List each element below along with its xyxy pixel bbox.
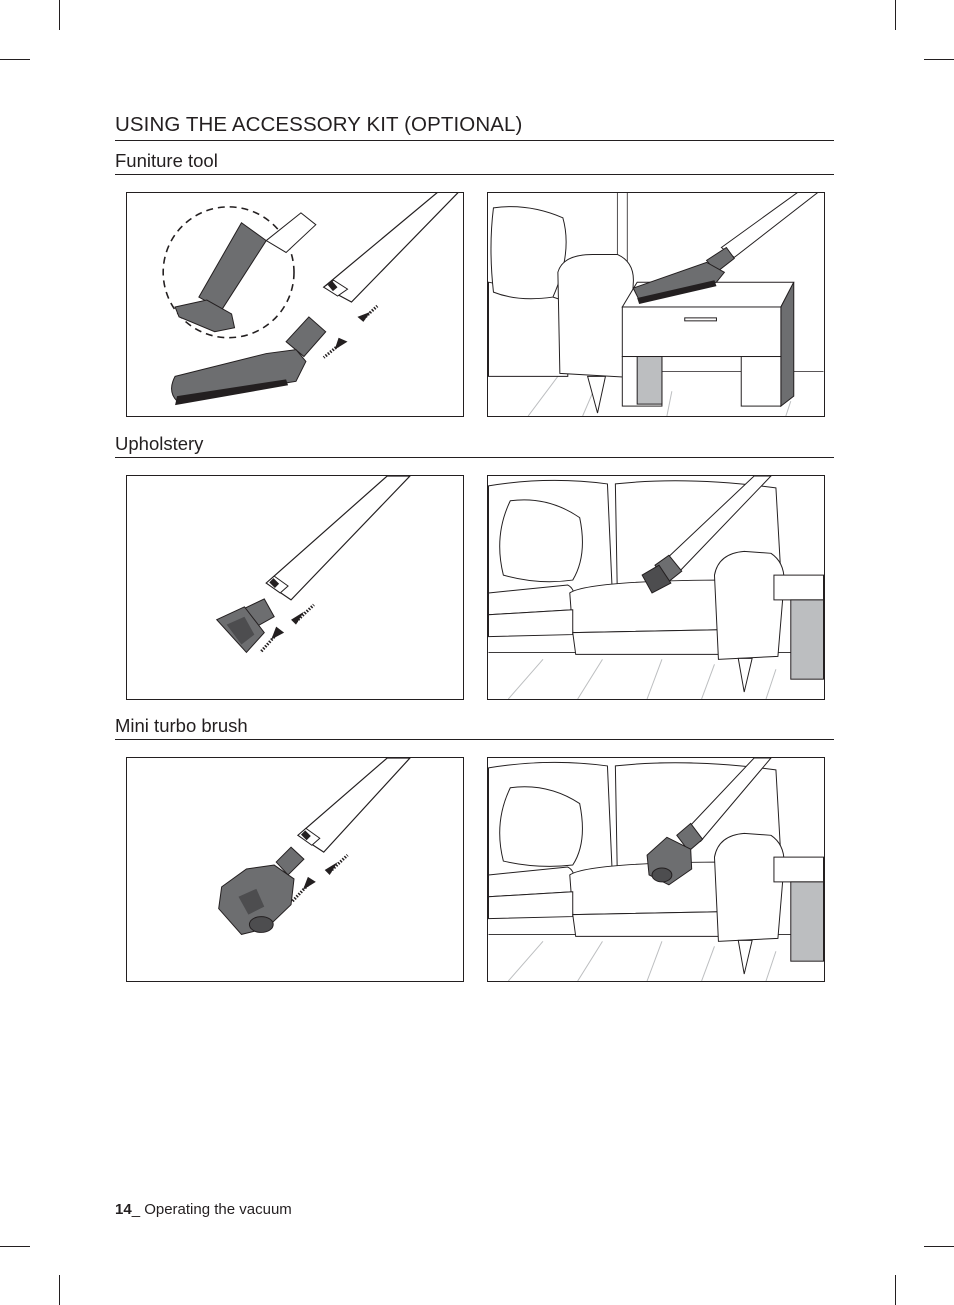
upholstery-tool-attach-illustration [126,475,464,700]
furniture-tool-attach-illustration [126,192,464,417]
upholstery-tool-use-illustration [487,475,825,700]
footer-label: _ Operating the vacuum [131,1201,292,1218]
crop-mark [59,0,60,30]
section-title-upholstery: Upholstery [115,433,834,458]
section-title-furniture-tool: Funiture tool [115,150,834,175]
turbo-brush-attach-illustration [126,757,464,982]
crop-mark [895,1275,896,1305]
crop-mark [59,1275,60,1305]
page-title: USING THE ACCESSORY KIT (OPTIONAL) [115,113,834,141]
page-footer: 14_ Operating the vacuum [115,1201,292,1219]
crop-mark [0,1246,30,1247]
crop-mark [924,1246,954,1247]
crop-mark [924,59,954,60]
turbo-brush-use-illustration [487,757,825,982]
crop-mark [0,59,30,60]
furniture-tool-use-illustration [487,192,825,417]
crop-mark [895,0,896,30]
page-number: 14 [115,1201,132,1218]
section-title-mini-turbo-brush: Mini turbo brush [115,715,834,740]
